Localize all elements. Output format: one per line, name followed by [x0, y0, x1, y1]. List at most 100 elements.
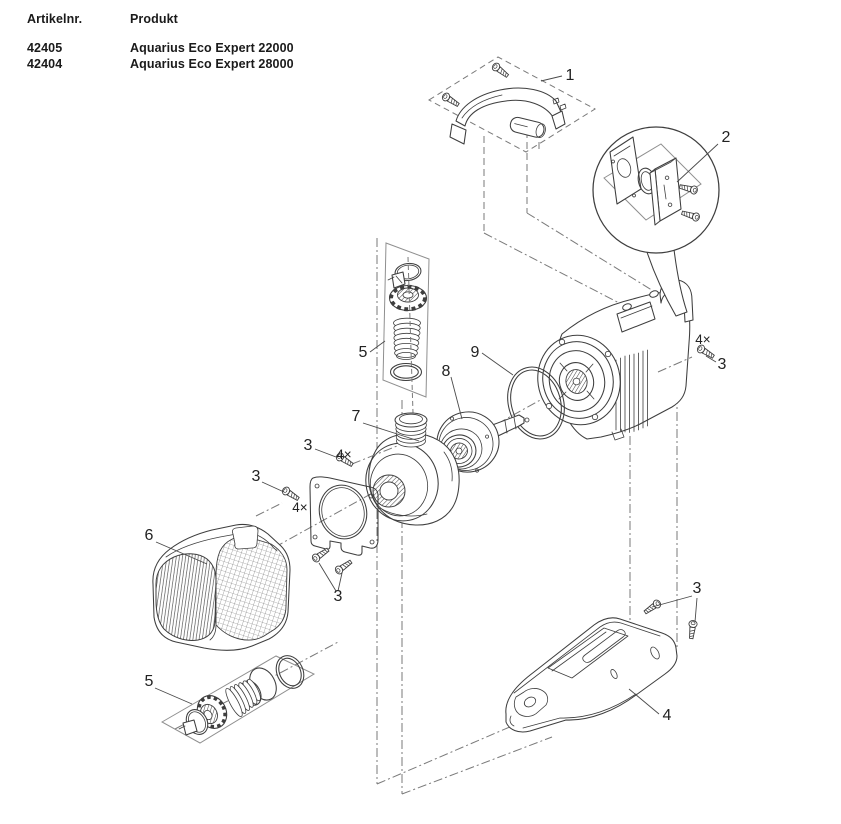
motor-mount-boss-right — [649, 290, 659, 298]
filter-front-grille — [155, 553, 217, 641]
column-header-artikelnr: Artikelnr. — [27, 12, 83, 26]
flange-screw-axis-upper — [351, 445, 398, 465]
union-nut-top — [388, 284, 428, 312]
leader-9 — [481, 352, 514, 376]
filter-bottom-edge — [209, 624, 217, 641]
handle-foot-left — [449, 123, 467, 145]
motor-top-plate — [616, 301, 656, 333]
hose-tail-bottom — [225, 678, 261, 717]
callout-4x-flange-upper: 4× — [336, 447, 351, 462]
assembly-plane-lines — [376, 238, 553, 795]
motor-mount-boss-left — [622, 303, 632, 311]
leader-6 — [155, 541, 208, 565]
rotor-shaft-tip — [524, 417, 530, 423]
base-top-ridge — [513, 621, 661, 694]
screw-handle-2 — [440, 91, 461, 109]
callout-3-flange-left: 3 — [252, 468, 261, 485]
flange-plate-hole — [318, 484, 368, 540]
callout-3-flange-upper: 3 — [304, 437, 313, 454]
hose-kit-bottom-panel — [160, 655, 316, 744]
handle-assembly — [428, 56, 596, 153]
rotor-bolts — [440, 416, 489, 473]
callout-3-base: 3 — [693, 580, 702, 597]
leader-2 — [676, 143, 719, 183]
leader-3-flange-upper — [314, 448, 337, 458]
leader-5-bottom — [154, 687, 193, 705]
base-bottom-rib — [509, 693, 637, 729]
callout-5-top: 5 — [359, 344, 368, 361]
detail-wall-plane — [603, 143, 702, 221]
detail-circle-pointer — [645, 240, 688, 317]
artikel-number-2: 42404 — [27, 57, 63, 71]
flange-plate-outline — [309, 476, 379, 556]
hose-clamp-top — [387, 262, 422, 289]
artikel-number-1: 42405 — [27, 41, 63, 55]
leader-7 — [362, 422, 420, 442]
bracket-detail-circle — [592, 126, 720, 317]
base-front-pocket — [513, 688, 549, 717]
base-side-hole — [650, 646, 660, 660]
handle-mount-holes — [552, 97, 567, 111]
motor-unit — [537, 279, 694, 441]
flange-corner-holes — [312, 483, 375, 545]
callout-1: 1 — [566, 67, 575, 84]
detail-plate-hole — [616, 158, 632, 178]
motor-screw-axis — [657, 356, 693, 373]
callout-5-bottom: 5 — [145, 673, 154, 690]
motor-to-base-lines — [629, 395, 678, 647]
handle-grip — [455, 87, 562, 127]
callout-8: 8 — [442, 363, 451, 380]
motor-front-flange — [537, 334, 621, 426]
hose-kit-top-panel — [382, 242, 430, 398]
pump-outlet-neck — [394, 412, 428, 448]
callout-leader-lines — [154, 75, 719, 715]
hose-clamp-bottom — [178, 709, 209, 736]
filter-mesh-area — [215, 536, 288, 641]
handle-lug — [509, 116, 546, 138]
handle-panel — [428, 56, 596, 153]
hose-kit-bottom — [160, 655, 316, 744]
leader-3-motor — [705, 355, 717, 363]
callout-3-flange-bottom: 3 — [334, 588, 343, 605]
callout-labels: 1 2 5 9 8 4× 3 7 3 4× 3 4× 6 3 5 3 4 — [145, 67, 731, 724]
leader-5-top — [369, 340, 386, 353]
o-ring-bottom-kit — [275, 655, 305, 689]
motor-foot — [611, 428, 625, 441]
leader-8 — [450, 376, 463, 420]
callout-4x-motor: 4× — [695, 332, 710, 347]
callout-6: 6 — [145, 527, 154, 544]
pump-face-ring — [365, 442, 439, 522]
handle-mount-right — [551, 110, 566, 130]
leader-3-flange-left — [261, 481, 285, 493]
leader-4 — [628, 688, 660, 715]
leader-1 — [540, 75, 563, 82]
pump-base — [505, 598, 698, 733]
screw-flange-bottom-1 — [310, 545, 331, 564]
handle-drop-lines — [483, 131, 540, 233]
filter-housing — [152, 524, 291, 651]
callout-2: 2 — [722, 129, 731, 146]
flange-plate — [255, 445, 398, 576]
flange-screw-axis-left — [255, 502, 283, 517]
base-body — [505, 617, 678, 733]
hose-tail-top — [393, 317, 421, 360]
o-ring-large — [507, 366, 565, 440]
detail-bracket-block — [649, 157, 682, 226]
callout-7: 7 — [352, 408, 361, 425]
base-slot — [582, 629, 626, 663]
column-header-produkt: Produkt — [130, 12, 178, 26]
screw-handle-1 — [490, 61, 511, 80]
leader-3-flange-bottom — [318, 562, 343, 592]
leader-3-base — [651, 595, 698, 623]
product-name-2: Aquarius Eco Expert 28000 — [130, 57, 294, 71]
base-platform — [547, 627, 629, 679]
pump-body-seams — [379, 451, 453, 517]
callout-4x-flange-left: 4× — [292, 500, 307, 515]
callout-9: 9 — [471, 344, 480, 361]
product-name-1: Aquarius Eco Expert 22000 — [130, 41, 294, 55]
o-ring-top-kit — [389, 362, 423, 382]
filter-lid-tab — [232, 525, 259, 550]
